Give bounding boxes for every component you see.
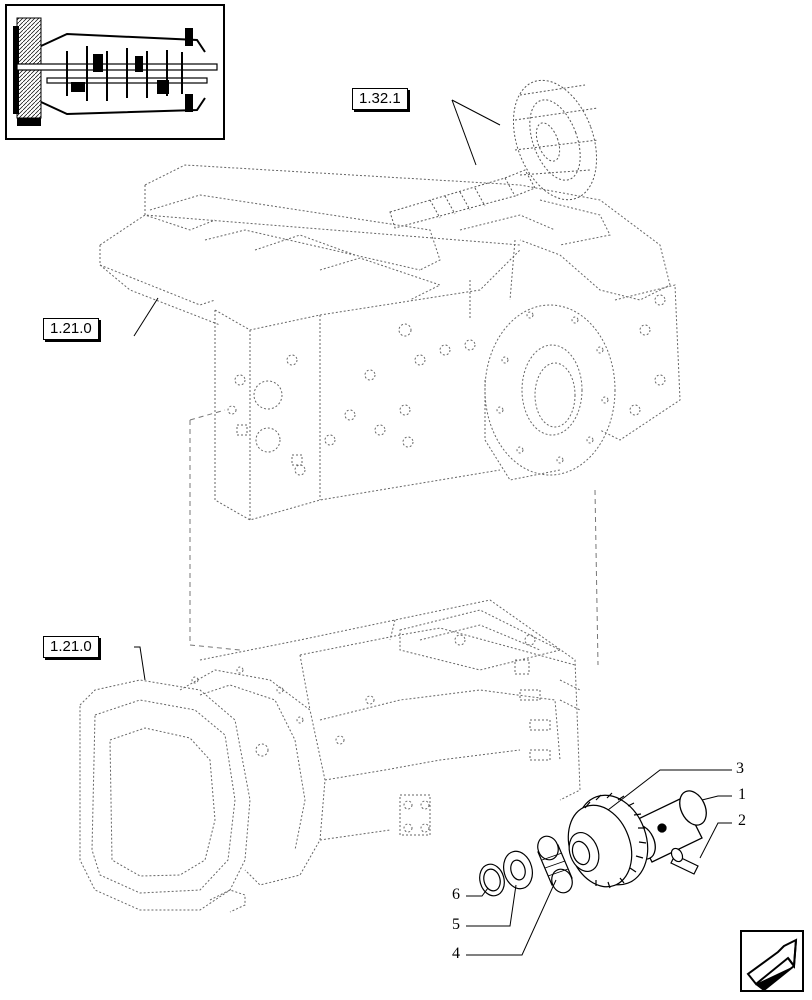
ref-upper-housing[interactable]: 1.21.0 — [43, 318, 99, 340]
ref-lower-housing[interactable]: 1.21.0 — [43, 636, 99, 658]
callout-2: 2 — [738, 812, 746, 829]
ref-top-shaft[interactable]: 1.32.1 — [352, 88, 408, 110]
next-page-arrow-icon — [746, 938, 798, 992]
upper-housing-ghost — [99, 164, 681, 521]
assembly-alignment-dashes — [189, 409, 599, 666]
part-6-ring — [479, 863, 505, 897]
callout-4: 4 — [452, 945, 460, 962]
callout-6: 6 — [452, 886, 460, 903]
bevel-pinion-shaft — [389, 169, 536, 229]
part-2-screw — [670, 847, 699, 875]
lower-housing-ghost — [79, 599, 581, 913]
callout-1: 1 — [738, 786, 746, 803]
part-3-gear — [567, 792, 649, 889]
callout-5: 5 — [452, 916, 460, 933]
part-4-splined-bush — [537, 835, 573, 894]
leader-lines — [133, 99, 732, 956]
next-page-button[interactable] — [740, 930, 804, 992]
transmission-section-thumbnail-icon — [13, 17, 218, 126]
thumbnail-frame — [5, 4, 225, 140]
crown-wheel — [512, 79, 599, 201]
part-5-washer — [503, 850, 533, 890]
callout-3: 3 — [736, 760, 744, 777]
